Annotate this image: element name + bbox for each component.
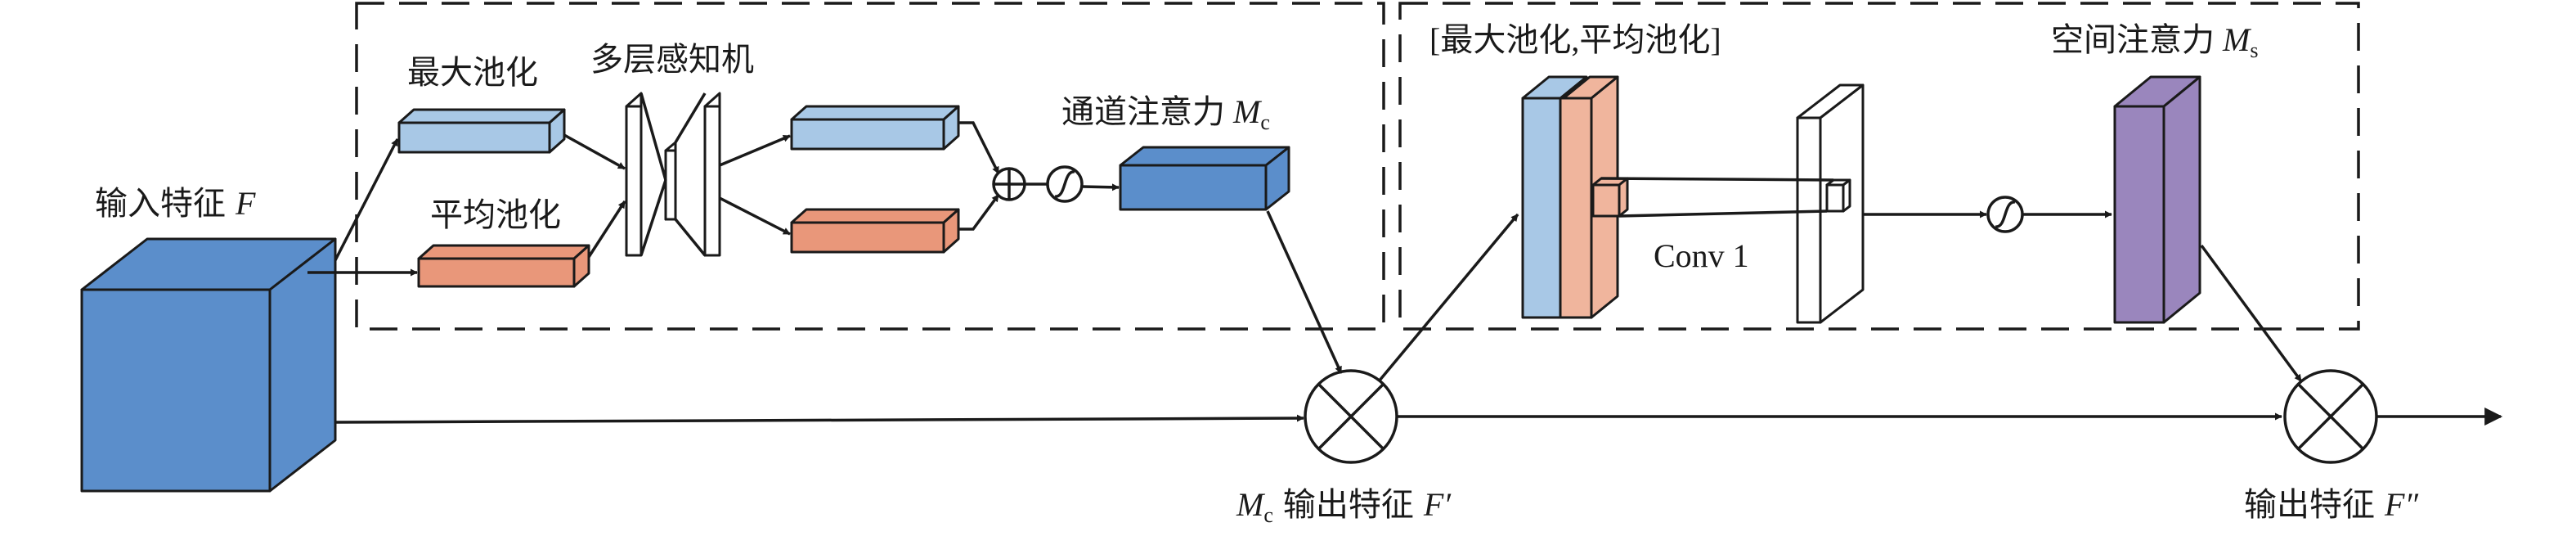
multiply-operator-1 (1304, 369, 1398, 464)
spatial-attention-module-box (1398, 2, 2360, 331)
mlp-layer-1-front (625, 105, 643, 257)
multiply-1-diag-b (1317, 382, 1385, 451)
mid-output-symbol: M (1236, 486, 1266, 523)
sigmoid-icon-spatial (1986, 196, 2024, 233)
mlp-line-c (674, 92, 707, 143)
arrow-multiply-to-spatial-pool (1377, 213, 1519, 383)
conv-output-front (1796, 116, 1822, 324)
spatial-pool-label: [最大池化,平均池化] (1429, 21, 1721, 58)
spatial-attention-subscript: s (2250, 38, 2258, 62)
mlp-label: 多层感知机 (590, 41, 754, 78)
conv-label: Conv 1 (1654, 237, 1749, 274)
input-cube-front (80, 288, 272, 493)
mlp-line-b (640, 179, 667, 256)
mlp-hidden-layer-front (664, 149, 677, 221)
sigmoid-curve (1054, 170, 1075, 198)
mid-output-feature: F′ (1423, 486, 1452, 523)
multiply-2-diag-b (2296, 382, 2365, 451)
arrow-input-to-maxpool (334, 138, 399, 261)
arrow-out-avg-to-add (958, 193, 1000, 231)
arrow-mlp-to-out-max (719, 134, 791, 167)
spatial-pooled-maps (1521, 75, 1629, 319)
arrow-out-max-to-add (958, 121, 1000, 174)
spatial-attention-symbol: M (2222, 21, 2252, 58)
input-feature-symbol: F (235, 185, 256, 222)
final-output-feature: F″ (2384, 486, 2419, 523)
spatial-map-side (2162, 75, 2201, 324)
channel-attention-text: 通道注意力 (1061, 93, 1225, 130)
avg-pool-label: 平均池化 (430, 196, 561, 233)
max-pool-bar-front (397, 121, 551, 154)
connectors (307, 121, 2503, 426)
channel-attention-map (1119, 146, 1290, 211)
spatial-max-map-top (1521, 75, 1588, 100)
mid-output-text: 输出特征 (1283, 486, 1414, 523)
arrow-maxpool-to-mlp (563, 133, 626, 170)
mlp-line-d (674, 218, 707, 257)
mid-output-subscript: c (1263, 503, 1273, 527)
channel-attention-subscript: c (1260, 110, 1270, 134)
spatial-max-map-front (1559, 97, 1593, 319)
mlp-block (625, 92, 721, 257)
avg-pool-bar (417, 244, 590, 288)
mlp-line-a (640, 92, 667, 181)
sigmoid-icon (1046, 165, 1084, 203)
arrow-input-to-multiply (334, 414, 1304, 424)
mlp-layer-3-front (703, 105, 721, 257)
avg-pool-bar-top (417, 244, 590, 260)
conv-output-cell (1825, 183, 1845, 213)
spatial-map-front (2113, 105, 2165, 324)
input-feature-text: 输入特征 (95, 185, 226, 222)
max-pool-label: 最大池化 (407, 54, 538, 91)
spatial-attention-map (2113, 75, 2201, 324)
channel-attention-symbol: M (1232, 93, 1263, 130)
conv-projection-bottom (1618, 209, 1828, 218)
channel-map-front (1119, 164, 1268, 211)
channel-map-top (1119, 146, 1290, 167)
avg-pool-bar-front (417, 257, 576, 288)
arrow-avgpool-to-mlp (587, 200, 626, 258)
sigmoid-spatial-curve (1995, 200, 2016, 228)
max-pool-bar (397, 108, 566, 154)
arrow-channel-map-to-multiply (1266, 210, 1343, 374)
mlp-output-avg-front (790, 221, 945, 254)
conv-projection-top (1600, 177, 1834, 182)
mlp-output-max-bar (790, 105, 960, 151)
conv-output-plane (1796, 83, 1865, 324)
max-pool-bar-top (397, 108, 566, 124)
channel-attention-module-box (355, 2, 1385, 331)
mlp-output-max-front (790, 118, 945, 151)
arrow-spatial-map-to-multiply (2200, 244, 2303, 383)
spatial-conv-kernel (1591, 183, 1621, 218)
mlp-output-avg-bar (790, 208, 960, 254)
spatial-avg-map-front (1521, 97, 1562, 319)
mlp-output-avg-top (790, 208, 960, 224)
mlp-output-max-top (790, 105, 960, 121)
input-feature-cube (80, 237, 337, 493)
arrow-mlp-to-out-avg (719, 196, 791, 236)
multiply-operator-2 (2283, 369, 2378, 464)
spatial-attention-text: 空间注意力 (2051, 21, 2215, 58)
final-output-text: 输出特征 (2244, 486, 2375, 523)
